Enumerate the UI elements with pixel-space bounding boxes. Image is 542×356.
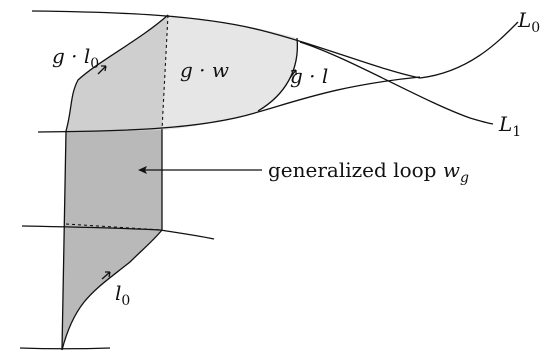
arrow-l0: [101, 271, 111, 280]
label-g-l: g · l: [290, 64, 328, 88]
curve-bottom: [19, 347, 111, 350]
label-generalized-loop: generalized loop wg: [268, 158, 469, 186]
arrow-g-l: [289, 69, 297, 79]
label-g-l0: g · l0: [52, 44, 99, 72]
boundary-left-vertical: [61, 130, 67, 351]
label-g-w: g · w: [180, 58, 229, 82]
dashed-lower: [65, 223, 163, 231]
curve-L1: [299, 41, 494, 125]
pointer-arrowhead: [138, 166, 147, 174]
label-l0: l0: [115, 281, 130, 309]
curve-middle-band: [37, 76, 421, 133]
arrow-g-l0: [97, 65, 107, 75]
boundary-g-l: [257, 37, 299, 112]
label-L1: L1: [498, 112, 521, 140]
light-gray-top-strip: [66, 15, 168, 131]
boundary-g-l0: [65, 14, 169, 132]
dashed-g-w: [161, 14, 169, 131]
boundary-l0: [61, 229, 163, 351]
curve-L0-top: [31, 10, 519, 79]
label-L0: L0: [517, 8, 540, 36]
dark-region-generalized-loop: [62, 130, 162, 350]
